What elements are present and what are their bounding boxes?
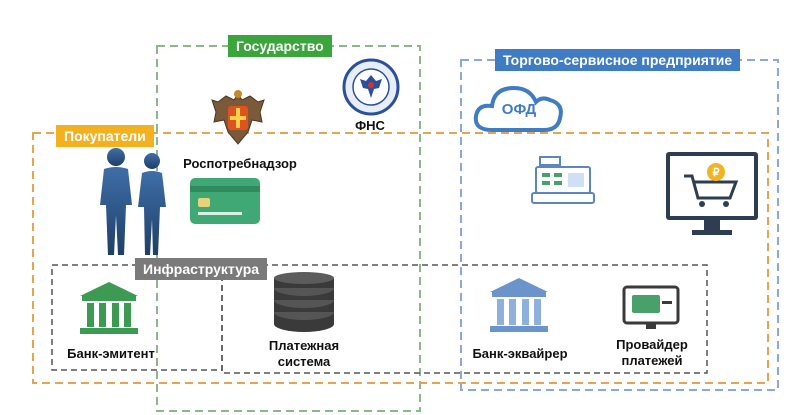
buyers-frame [32, 132, 769, 384]
payment-screen-icon [622, 285, 680, 329]
provider-label-line1: Провайдер [616, 337, 688, 352]
infrastructure-frame-right [221, 264, 708, 374]
provider-label-line2: платежей [621, 353, 683, 368]
bank-building-icon-acquirer [490, 278, 548, 332]
people-silhouettes-icon [100, 148, 166, 255]
ofd-label: ОФД [501, 101, 537, 118]
buyers-tag: Покупатели [56, 125, 154, 147]
issuer-bank-label: Банк-эмитент [67, 346, 155, 361]
online-shop-monitor-icon: ₽ [666, 152, 758, 235]
credit-card-icon [190, 178, 260, 224]
merchant-tag: Торгово-сервисное предприятие [495, 49, 741, 71]
cloud-icon [473, 85, 563, 132]
fns-label: ФНС [355, 118, 385, 133]
cash-register-icon [531, 156, 595, 204]
infrastructure-tag: Инфраструктура [135, 258, 268, 280]
rospotrebnadzor-label: Роспотребнадзор [183, 156, 297, 171]
acquirer-bank-label: Банк-эквайрер [472, 346, 568, 361]
coin-stack-icon [274, 272, 334, 332]
svg-text:₽: ₽ [713, 167, 720, 179]
bank-building-icon [80, 282, 138, 334]
fns-seal-icon [342, 58, 400, 116]
payment-system-label-line2: система [277, 354, 331, 369]
double-headed-eagle-emblem-icon [211, 90, 265, 145]
payment-system-label-line1: Платежная [268, 338, 340, 353]
state-tag: Государство [228, 35, 332, 57]
